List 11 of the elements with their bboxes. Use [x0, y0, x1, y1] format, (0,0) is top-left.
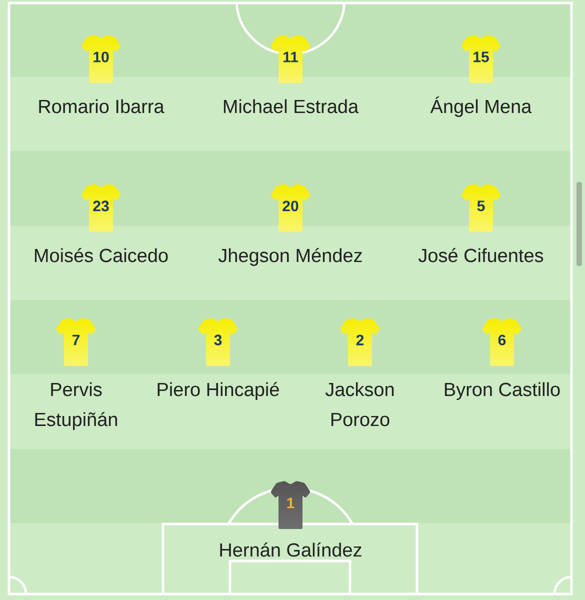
- player-name: Michael Estrada: [224, 99, 359, 114]
- player-name: Jhegson Méndez: [218, 248, 362, 266]
- player-name: Byron Castillo: [444, 382, 560, 400]
- player-name: Hernán Galíndez: [220, 542, 362, 557]
- player-name: Jackson Porozo: [325, 382, 394, 426]
- player-name: Moisés Caicedo: [34, 248, 168, 262]
- player-name: Romario Ibarra: [39, 99, 164, 114]
- player-name: Piero Hincapié: [158, 382, 279, 400]
- player-name: José Cifuentes: [418, 248, 544, 262]
- player-name: Pervis Estupiñán: [35, 382, 117, 430]
- player-name: Ángel Mena: [430, 96, 532, 117]
